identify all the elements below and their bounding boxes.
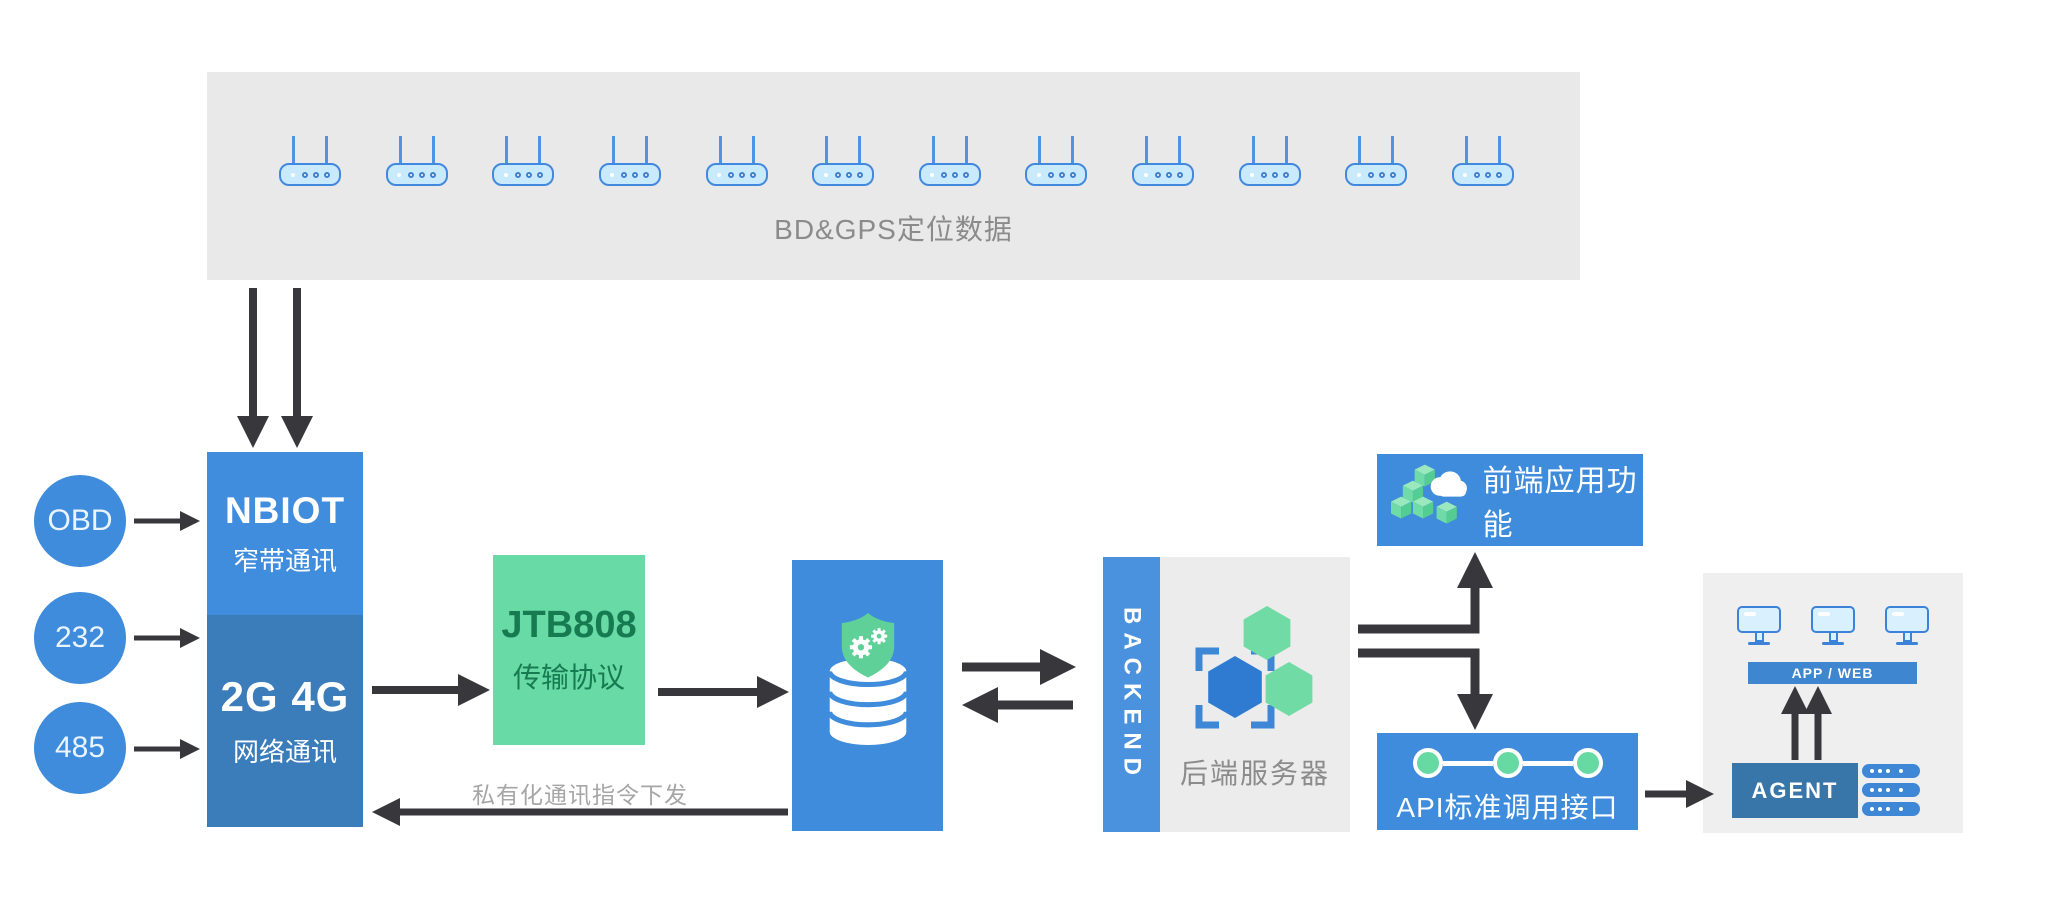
gps-data-panel: BD&GPS定位数据: [207, 72, 1580, 280]
server-bar-icon: [1862, 783, 1920, 797]
monitor-icon: [1885, 606, 1929, 645]
server-bar-icon: [1862, 802, 1920, 816]
gateway-nbiot-section: NBIOT 窄带通讯: [207, 452, 363, 615]
gps-panel-label: BD&GPS定位数据: [774, 214, 1013, 245]
backend-vertical-label: BACKEND: [1118, 606, 1146, 783]
api-node-icon: [1572, 748, 1603, 778]
hexagon-blue: [1208, 656, 1262, 718]
gps-device-icon: [598, 136, 661, 186]
router-row: [279, 136, 1514, 186]
input-232-label: 232: [54, 621, 106, 654]
protocol-box: JTB808 传输协议: [493, 555, 645, 745]
gps-device-icon: [1238, 136, 1301, 186]
cellular-title: 2G 4G: [220, 673, 350, 720]
database-shield-icon: [826, 613, 909, 745]
gps-device-icon: [918, 136, 981, 186]
api-node-icon: [1492, 748, 1523, 778]
gps-device-icon: [1132, 136, 1194, 186]
backend-server-panel: 后端服务器: [1160, 557, 1350, 832]
api-nodes-icon: [1412, 748, 1603, 778]
gps-device-icon: [279, 136, 341, 186]
secure-database-box: [792, 560, 943, 831]
monitors-row: [1703, 606, 1963, 645]
api-box: API标准调用接口: [1377, 733, 1638, 830]
frontend-app-box: 前端应用功能: [1377, 454, 1643, 546]
agent-box: AGENT: [1732, 763, 1858, 818]
downlink-label: 私有化通讯指令下发: [472, 782, 688, 808]
gps-device-icon: [1345, 136, 1408, 186]
cellular-subtitle: 网络通讯: [232, 737, 337, 767]
input-obd-label: OBD: [47, 504, 113, 537]
api-node-icon: [1412, 748, 1443, 778]
backend-caption: 后端服务器: [1179, 758, 1330, 789]
gps-device-icon: [1451, 136, 1514, 186]
protocol-title: JTB808: [501, 604, 637, 646]
gateway-cellular-section: 2G 4G 网络通讯: [207, 615, 363, 827]
backend-vertical-bar: BACKEND: [1103, 557, 1160, 832]
api-link: [1442, 760, 1493, 766]
gear-icon-small: [870, 628, 887, 645]
client-panel: APP / WEB AGENT: [1703, 573, 1963, 833]
monitor-icon: [1811, 606, 1855, 645]
gear-icon: [849, 636, 872, 659]
frontend-label: 前端应用功能: [1482, 465, 1638, 542]
input-485-circle: 485: [34, 702, 126, 794]
input-obd-circle: OBD: [34, 475, 126, 567]
gps-device-icon: [385, 136, 448, 186]
nbiot-subtitle: 窄带通讯: [232, 545, 337, 576]
input-485-label: 485: [54, 731, 106, 764]
cloud-icon: [1430, 471, 1467, 497]
gps-device-icon: [1025, 136, 1088, 186]
protocol-subtitle: 传输协议: [512, 662, 625, 693]
hexagon-green-right: [1265, 662, 1313, 716]
cubes-cloud-icon: [1391, 464, 1467, 524]
gps-device-icon: [812, 136, 875, 186]
api-link: [1522, 760, 1573, 766]
arrow-backend-to-api: [1358, 648, 1493, 730]
monitor-icon: [1737, 606, 1781, 645]
nbiot-title: NBIOT: [224, 489, 346, 531]
gps-device-icon: [492, 136, 555, 186]
app-web-bar: APP / WEB: [1748, 662, 1917, 684]
hexagon-cluster-icon: [1195, 606, 1313, 729]
gps-device-icon: [705, 136, 768, 186]
server-stack: [1862, 764, 1920, 816]
server-bar-icon: [1862, 764, 1920, 778]
arrow-backend-to-frontend: [1358, 552, 1493, 634]
input-232-circle: 232: [34, 592, 126, 684]
gateway-box: NBIOT 窄带通讯 2G 4G 网络通讯: [207, 452, 363, 827]
hexagon-green-top: [1243, 606, 1291, 660]
api-label: API标准调用接口: [1396, 792, 1619, 823]
